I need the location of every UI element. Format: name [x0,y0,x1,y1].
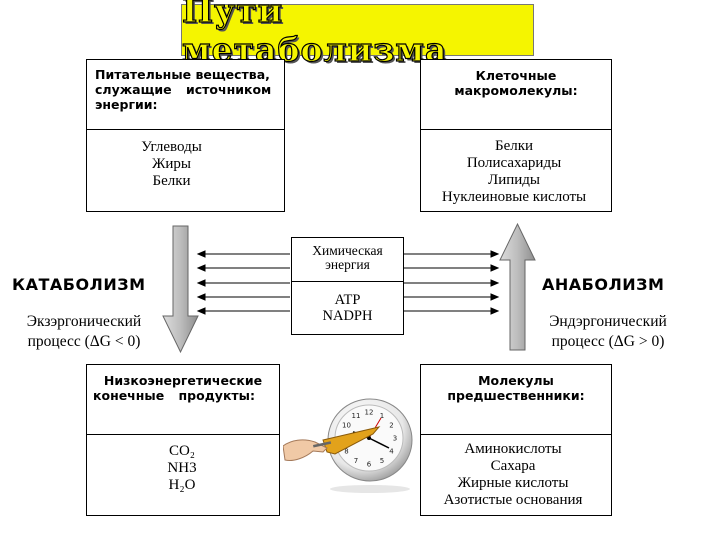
energy-carriers: ATP NADPH [292,282,403,324]
clock-svg: 121234567891011 [282,398,413,493]
nutrients-header-line: служащие источником [95,82,272,97]
clock-numeral: 4 [389,448,394,456]
energy-to-anabolism-arrows [404,250,500,315]
clock-numeral: 8 [344,448,348,456]
list-item: H₂O [168,477,196,493]
clock-illustration: 121234567891011 [282,396,416,500]
end-products-box: Низкоэнергетические конечные продукты: C… [86,364,280,516]
list-item: Белки [152,173,191,189]
list-item: Нуклеиновые кислоты [441,189,587,205]
clock-numeral: 2 [389,422,393,430]
anabolism-process-line: процесс (ΔG > 0) [551,333,665,350]
energy-carrier: ATP [334,292,361,308]
nutrients-header-line: энергии: [95,97,158,112]
catabolism-process-line: Экзэргонический [26,313,142,330]
anabolism-label: АНАБОЛИЗМ [542,275,665,294]
list-item: Жирные кислоты [457,475,569,491]
clock-numeral: 7 [354,457,358,465]
macromolecules-list: Белки Полисахариды Липиды Нуклеиновые ки… [421,130,611,206]
list-item: Жиры [151,156,192,172]
energy-carrier: NADPH [322,308,373,324]
catabolism-down-arrow [162,225,199,354]
list-item: CO₂ [168,443,196,459]
macromolecules-header-line: Клеточные [475,68,557,83]
precursors-header-line: Молекулы [478,373,554,388]
energy-box: Химическая энергия ATP NADPH [291,237,404,335]
clock-numeral: 11 [352,412,361,420]
end-products-header: Низкоэнергетические конечные продукты: [87,365,279,435]
anabolism-process: Эндэргонический процесс (ΔG > 0) [533,312,683,352]
macromolecules-header: Клеточные макромолекулы: [421,60,611,130]
list-item: Азотистые основания [443,492,583,508]
energy-top: Химическая энергия [292,238,403,282]
anabolism-up-arrow [499,222,536,351]
list-item: Белки [494,138,534,154]
list-item: Аминокислоты [464,441,562,457]
clock-numeral: 1 [380,412,384,420]
nutrients-box: Питательные вещества, служащие источнико… [86,59,285,212]
clock-numeral: 10 [342,422,351,430]
end-products-list: CO₂ NH3 H₂O [87,435,279,494]
precursors-box: Молекулы предшественники: Аминокислоты С… [420,364,612,516]
list-item: Липиды [488,172,540,188]
catabolism-process-line: процесс (ΔG < 0) [27,333,141,350]
clock-numeral: 12 [365,409,374,417]
clock-numeral: 6 [367,461,372,469]
precursors-header: Молекулы предшественники: [421,365,611,435]
nutrients-header-line: Питательные вещества, [95,67,270,82]
clock-numeral: 3 [393,435,397,443]
energy-top-line: энергия [325,257,370,272]
end-products-header-line: конечные продукты: [93,388,255,403]
catabolism-process: Экзэргонический процесс (ΔG < 0) [8,312,160,352]
hand-shape [282,439,328,461]
energy-to-catabolism-arrows [196,250,290,315]
list-item: Углеводы [141,139,202,155]
title-banner: Пути метаболизма [181,0,534,70]
end-products-header-line: Низкоэнергетические [103,373,263,388]
list-item: Полисахариды [466,155,562,171]
list-item: Сахара [490,458,536,474]
macromolecules-box: Клеточные макромолекулы: Белки Полисахар… [420,59,612,212]
clock-numeral: 5 [380,457,384,465]
nutrients-list: Углеводы Жиры Белки [87,130,284,190]
page-title: Пути метаболизма [181,0,448,70]
catabolism-label: КАТАБОЛИЗМ [12,275,146,294]
energy-top-line: Химическая [312,243,383,258]
list-item: NH3 [167,460,197,476]
precursors-list: Аминокислоты Сахара Жирные кислоты Азоти… [421,435,611,509]
nutrients-header: Питательные вещества, служащие источнико… [87,60,284,130]
melting-cheese [322,426,381,455]
precursors-header-line: предшественники: [447,388,585,403]
anabolism-process-line: Эндэргонический [549,313,667,330]
macromolecules-header-line: макромолекулы: [454,83,578,98]
